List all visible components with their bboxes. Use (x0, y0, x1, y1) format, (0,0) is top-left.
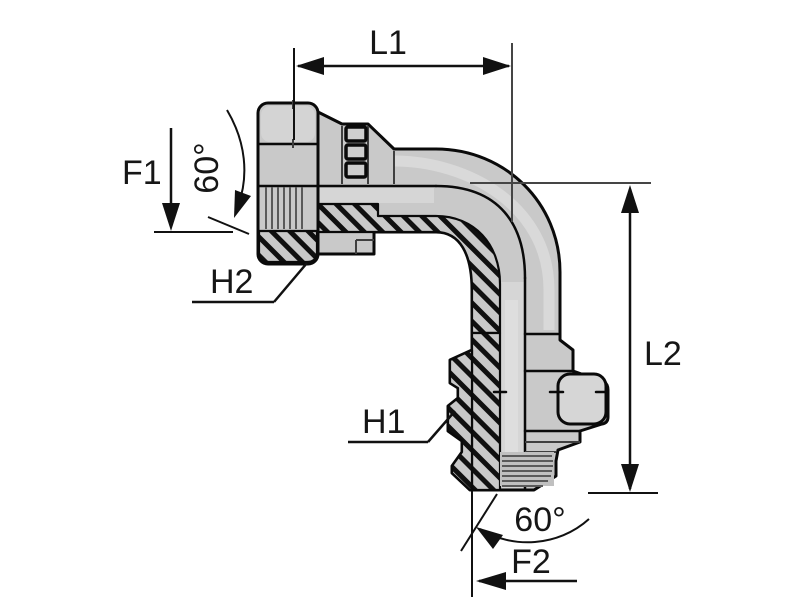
angle-bottom-cone-line (460, 493, 498, 552)
f2-label: F2 (511, 543, 551, 581)
dimension-l2: L2 (588, 185, 682, 494)
nut-section-hatch (257, 229, 319, 264)
angle-top-ref-line (207, 216, 250, 235)
tube-highlight (393, 155, 555, 330)
f2-arrow-left (476, 572, 506, 590)
dimension-f2: F2 (471, 491, 577, 597)
bend-inner-line (434, 184, 527, 280)
nut-top-lobe-highlight (261, 106, 315, 142)
h2-leader (273, 262, 308, 303)
angle-bottom-arrow (476, 527, 503, 549)
angle-60-bottom: 60° (460, 493, 590, 552)
collar-square-2 (344, 143, 368, 161)
dimension-f1: F1 (122, 128, 233, 233)
h1-label: H1 (362, 403, 405, 441)
male-end (492, 332, 609, 487)
male-bore-sheen (505, 300, 518, 480)
angle-60-top: 60° (188, 109, 251, 235)
l1-arrow-right (483, 57, 511, 75)
l2-arrow-up (621, 185, 639, 213)
f1-arrow-down (162, 203, 180, 231)
angle-bottom-label: 60° (514, 501, 565, 539)
angle-top-arrow (234, 190, 251, 218)
l2-arrow-down (621, 464, 639, 492)
fitting-body (256, 100, 610, 492)
h2-label: H2 (210, 263, 253, 301)
collar (341, 125, 395, 184)
section-male-flange (446, 348, 474, 492)
label-h2: H2 (192, 262, 308, 304)
angle-top-label: 60° (188, 142, 226, 193)
l2-label: L2 (644, 335, 682, 373)
section-male-wall (470, 331, 502, 492)
f1-label: F1 (122, 154, 162, 192)
label-h1: H1 (348, 403, 456, 444)
l1-label: L1 (369, 24, 407, 62)
female-thread-lines (265, 187, 303, 229)
dimension-l1: L1 (293, 24, 511, 140)
l1-arrow-left (296, 57, 324, 75)
male-thread-lines (502, 455, 553, 487)
hex-corner-facet (556, 372, 608, 426)
female-bore (318, 188, 434, 203)
h1-leader (427, 410, 456, 443)
collar-square-1 (344, 125, 368, 143)
section-under-body (314, 202, 502, 335)
collar-square-3 (344, 161, 368, 179)
